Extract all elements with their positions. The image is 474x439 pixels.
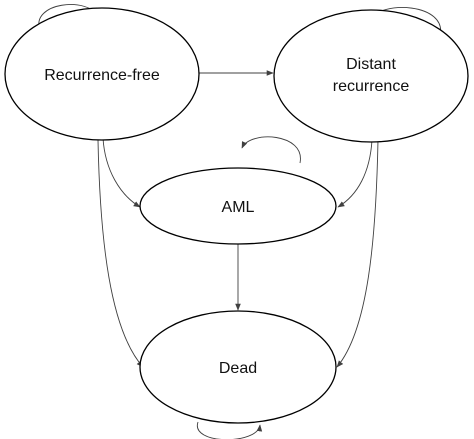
state-distant-recurrence: Distant recurrence [273, 9, 469, 143]
arrow-distant-recurrence-to-dead [336, 139, 379, 368]
arrow-recurrence-free-to-aml [102, 137, 141, 208]
state-dead-shape [139, 310, 337, 424]
state-aml-label: AML [222, 199, 255, 216]
state-dead-label: Dead [219, 360, 257, 377]
state-aml: AML [139, 167, 337, 245]
state-distant-recurrence-label-line2: recurrence [333, 78, 410, 95]
state-dead: Dead [139, 310, 337, 424]
arrow-recurrence-free-to-dead [97, 139, 144, 368]
state-aml-shape [139, 167, 337, 245]
state-recurrence-free: Recurrence-free [4, 7, 200, 141]
self-loop-aml [241, 136, 301, 164]
arrow-distant-recurrence-to-aml [337, 139, 373, 208]
self-loop-dead [197, 421, 263, 439]
state-recurrence-free-shape [4, 7, 200, 141]
state-distant-recurrence-label-line1: Distant [346, 56, 396, 73]
state-distant-recurrence-shape [273, 9, 469, 143]
state-recurrence-free-label: Recurrence-free [44, 67, 160, 84]
